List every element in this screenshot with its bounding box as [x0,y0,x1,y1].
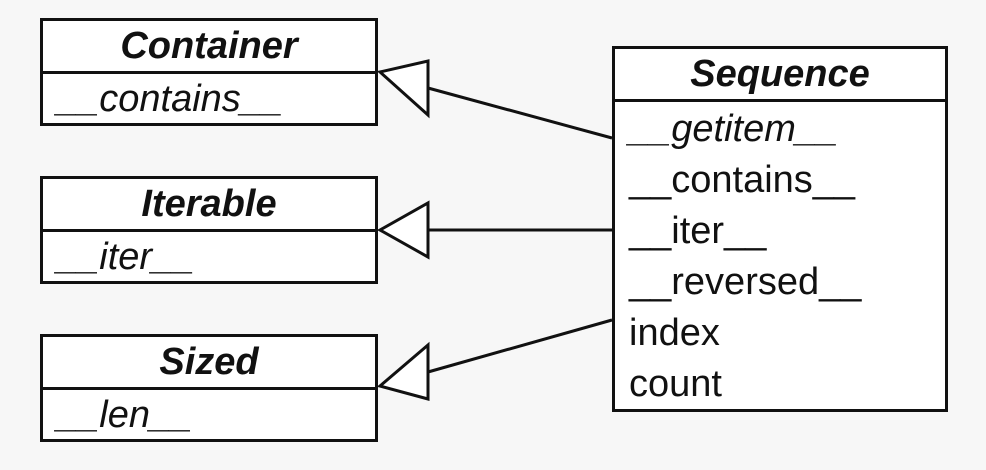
class-members-iterable: __iter__ [43,232,375,283]
inheritance-arrowhead-sized [376,341,430,401]
class-name-sized: Sized [43,337,375,390]
member-len: __len__ [57,394,193,436]
member-count: count [629,363,722,405]
class-box-iterable: Iterable __iter__ [40,176,378,284]
class-members-sequence: __getitem__ __contains__ __iter__ __reve… [615,102,945,410]
class-name-sequence: Sequence [615,49,945,102]
class-box-sequence: Sequence __getitem__ __contains__ __iter… [612,46,948,412]
inheritance-arrowhead-iterable [376,200,430,260]
member-iter: __iter__ [57,236,195,278]
member-iter: __iter__ [629,210,767,252]
member-contains: __contains__ [57,78,284,120]
member-index: index [629,312,720,354]
class-name-container: Container [43,21,375,74]
member-reversed: __reversed__ [629,261,862,303]
class-members-container: __contains__ [43,74,375,125]
member-contains: __contains__ [629,159,856,201]
inheritance-arrowhead-container [376,59,430,119]
class-name-iterable: Iterable [43,179,375,232]
inheritance-line-container [427,86,613,140]
member-getitem: __getitem__ [629,108,839,150]
class-box-sized: Sized __len__ [40,334,378,442]
class-members-sized: __len__ [43,390,375,441]
inheritance-line-sized [427,318,613,374]
class-box-container: Container __contains__ [40,18,378,126]
